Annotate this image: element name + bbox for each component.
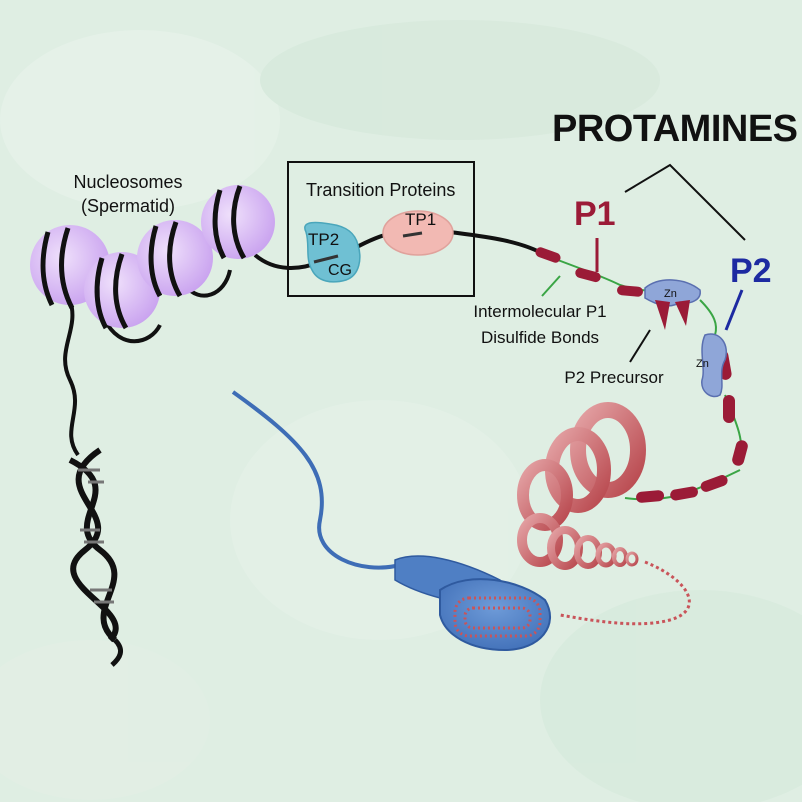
p2-label: P2 (730, 252, 772, 290)
nucleosomes-sublabel: (Spermatid) (80, 196, 176, 216)
tp2-protein (304, 221, 361, 283)
protamine-chain (535, 247, 748, 503)
protamine-toroids (517, 402, 691, 626)
p2-precursor-label: P2 Precursor (564, 368, 664, 387)
p2-zn-complex (701, 333, 727, 398)
p2-precursor-zn-complex (644, 279, 701, 330)
zn-label-2: Zn (696, 358, 709, 370)
zn-label-1: Zn (664, 288, 677, 300)
p2-precursor-pointer (629, 329, 651, 363)
p2-pointer (724, 289, 744, 331)
transition-proteins-box (287, 161, 475, 297)
tp1-protein (382, 210, 454, 256)
nucleosome-3 (137, 220, 213, 298)
cg-label: CG (328, 262, 352, 279)
transition-proteins-title: Transition Proteins (306, 180, 456, 200)
disulfide-label-line1: Intermolecular P1 (473, 302, 607, 321)
nucleosomes-label: Nucleosomes (73, 172, 183, 192)
dna-double-helix (68, 447, 124, 667)
tp2-label: TP2 (308, 230, 340, 249)
nucleosome-4 (201, 185, 275, 260)
disulfide-pointer (541, 275, 561, 297)
protamines-heading: PROTAMINES (552, 108, 798, 150)
sperm-cell (231, 390, 551, 652)
p1-label: P1 (574, 195, 616, 233)
tp1-label: TP1 (405, 210, 437, 229)
disulfide-label-line2: Disulfide Bonds (480, 328, 600, 347)
protamine-pointer-lines (624, 163, 746, 241)
